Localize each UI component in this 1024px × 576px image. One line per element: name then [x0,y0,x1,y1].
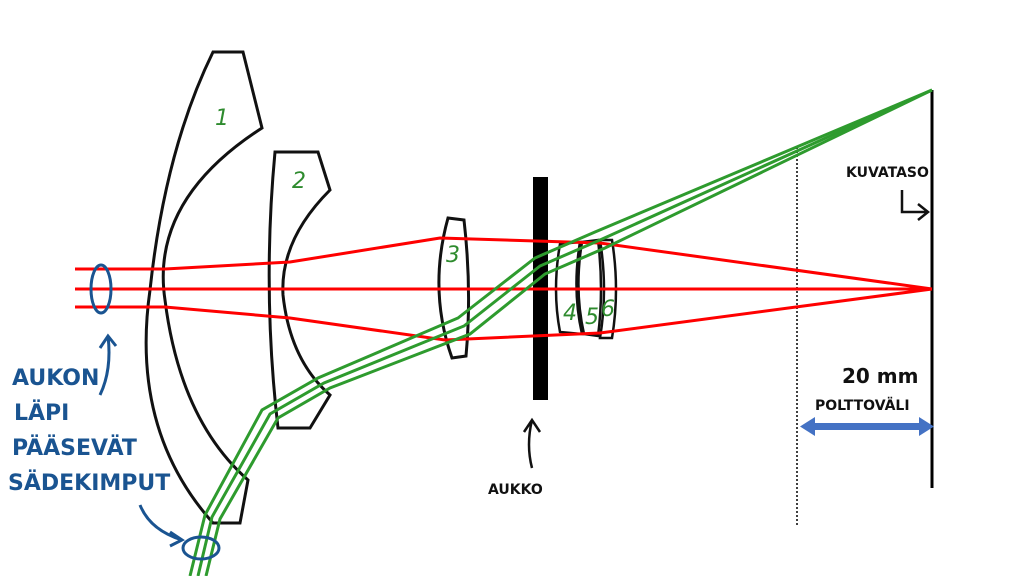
focal-length-label: POLTTOVÄLI [815,397,910,414]
lens-number-5: 5 [585,305,599,330]
curved-arrow-icon [138,504,185,548]
lens-1 [144,50,264,525]
annotation-line-3: PÄÄSEVÄT [12,435,137,461]
focal-length-value: 20 mm [842,364,918,388]
oblique-bundle-marker [181,535,221,561]
red-rays [75,236,933,342]
lens-number-6: 6 [601,297,615,322]
lens-5 [577,238,603,338]
arrow-up-icon [98,333,118,396]
image-plane-label: KUVATASO [846,165,929,181]
focal-length-double-arrow [800,417,934,436]
lens-number-3: 3 [446,243,460,268]
aperture-arrow-icon [522,417,542,469]
green-rays [188,88,933,576]
lens-3 [437,216,471,360]
aperture-label: AUKKO [488,482,543,498]
entrance-bundle-marker [89,263,113,315]
annotation-line-4: SÄDEKIMPUT [8,470,170,496]
lens-number-4: 4 [563,301,577,326]
lens-number-2: 2 [292,169,306,194]
lens-2 [267,150,332,430]
image-plane-arrow-icon [900,190,931,221]
annotation-line-1: AUKON [12,366,99,391]
lens-number-1: 1 [215,106,229,131]
annotation-line-2: LÄPI [14,400,69,426]
lens-6 [598,238,618,340]
